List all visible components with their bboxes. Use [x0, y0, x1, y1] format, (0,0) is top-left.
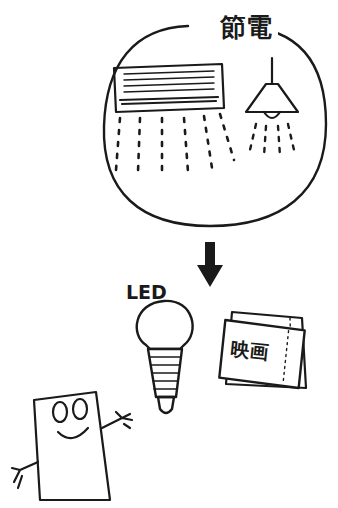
movie-ticket: 映画	[217, 318, 307, 390]
arrow-shape	[197, 242, 223, 287]
node-label: 映画	[229, 339, 269, 362]
lamp-bulb	[264, 112, 280, 118]
bubble-line	[104, 26, 326, 226]
lamp-cord	[271, 58, 273, 84]
character-arm	[102, 412, 132, 428]
node-label: 節電	[214, 14, 278, 40]
ac-grille	[124, 71, 214, 92]
led-bulb: LED	[120, 283, 216, 417]
bulb-base	[148, 349, 182, 397]
ticket-perforation	[283, 331, 289, 385]
ticket-front	[219, 320, 305, 388]
node-label: LED	[126, 283, 167, 302]
character-eye	[53, 402, 67, 422]
character-body	[34, 392, 110, 500]
bulb-globe	[137, 301, 193, 349]
bulb-outline	[120, 283, 216, 417]
ceiling-lamp	[246, 58, 298, 156]
bulb-cap	[158, 397, 174, 413]
down-arrow	[197, 242, 223, 287]
light-rays	[250, 124, 294, 156]
ac-body	[114, 64, 224, 112]
character	[12, 392, 132, 500]
character-eye	[73, 399, 87, 419]
character-arm	[12, 462, 38, 488]
ac-vent	[120, 97, 218, 100]
air-conditioner	[114, 64, 234, 175]
lamp-shade	[246, 84, 298, 112]
blob-outline	[100, 14, 328, 228]
character-smile	[58, 428, 88, 438]
energy-saving-bubble: 節電	[100, 14, 328, 228]
cold-air	[116, 114, 234, 175]
bulb-ribs	[150, 357, 181, 389]
ac-vent	[122, 101, 216, 104]
